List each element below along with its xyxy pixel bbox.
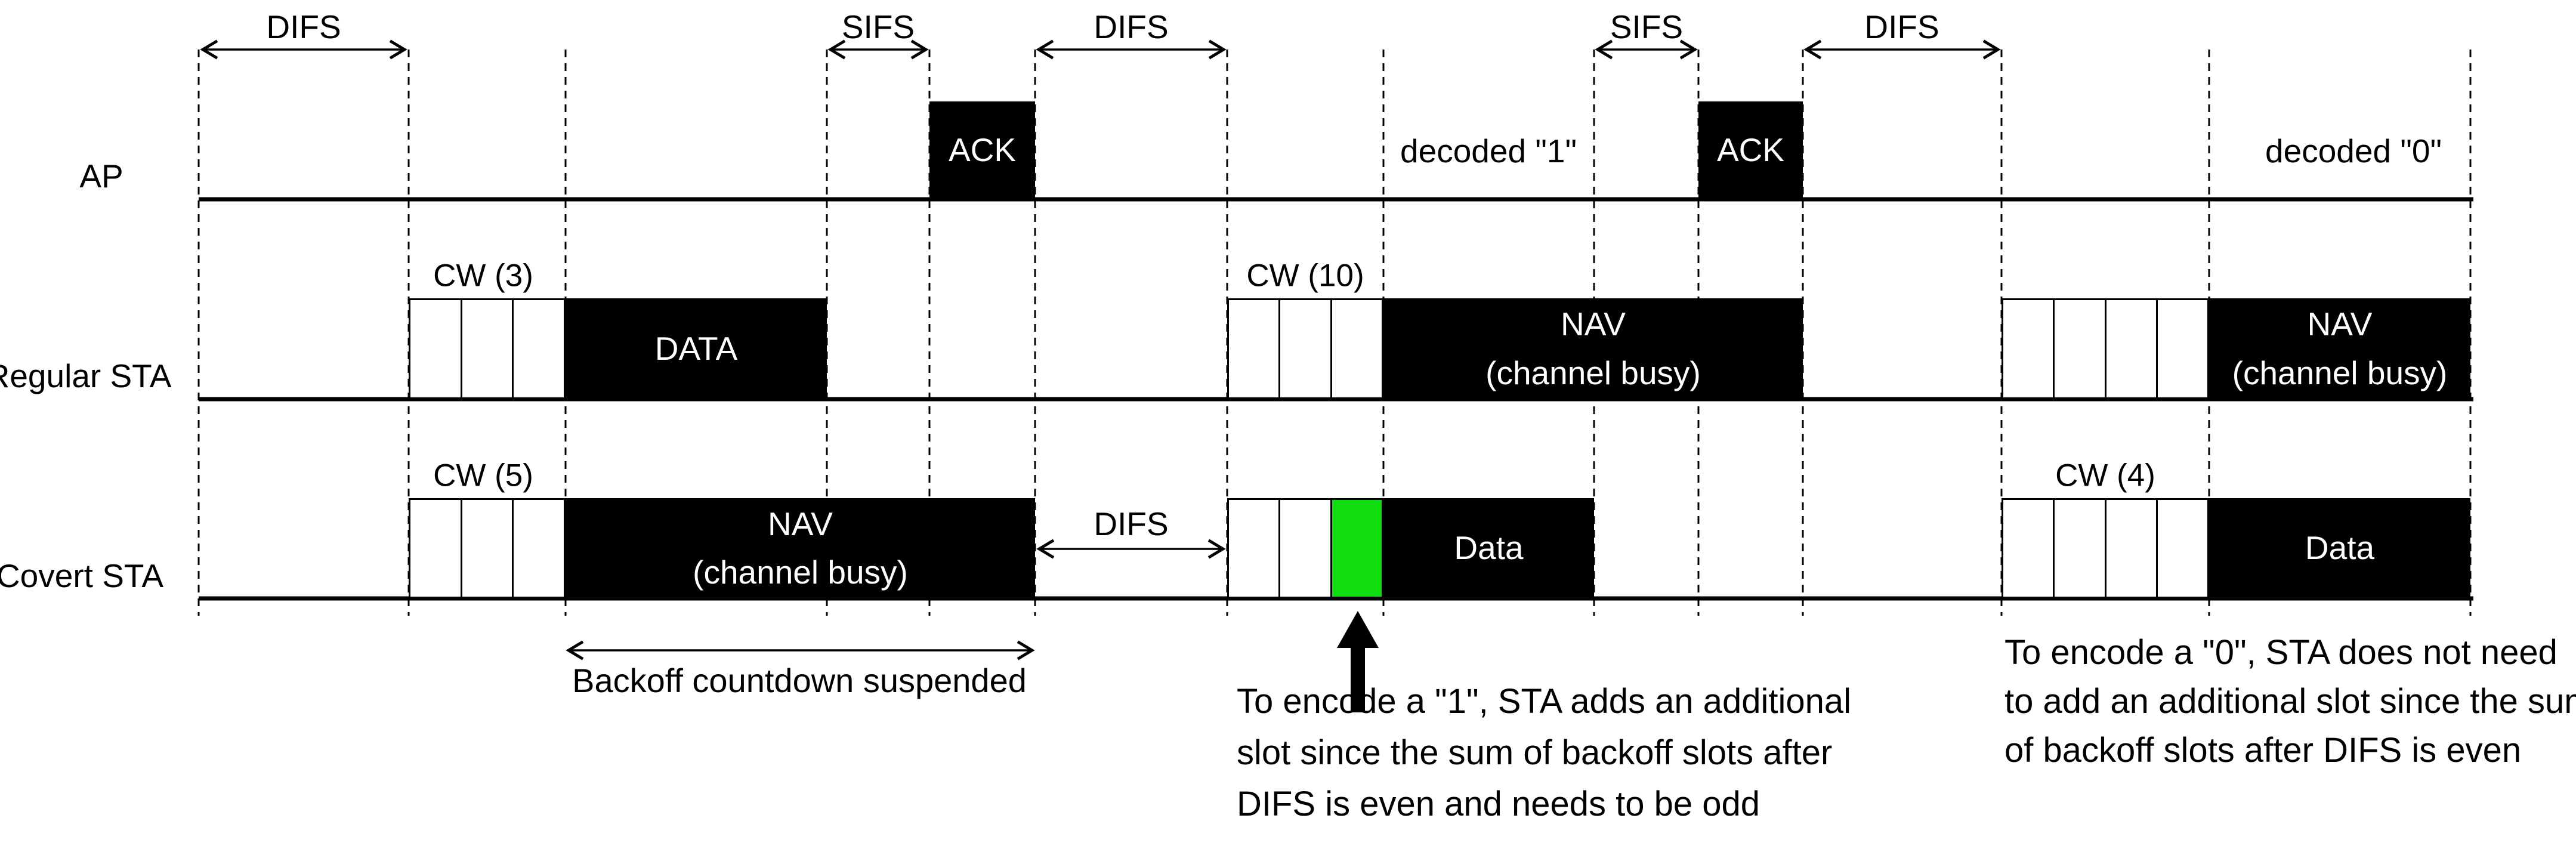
encode-one-line3: DIFS is even and needs to be odd bbox=[1237, 785, 1760, 823]
backoff-slot bbox=[462, 300, 514, 397]
backoff-slot bbox=[1229, 500, 1281, 597]
sifs-label-1: SIFS bbox=[841, 8, 915, 45]
sifs-label-2: SIFS bbox=[1610, 8, 1684, 45]
backoff-slot bbox=[410, 300, 462, 397]
backoff-slot bbox=[1280, 500, 1332, 597]
backoff-slot bbox=[2157, 300, 2207, 397]
row-baselines bbox=[199, 197, 2473, 601]
covert-data-block-2-label: Data bbox=[2305, 529, 2375, 567]
cw-window-regular-right bbox=[2002, 298, 2209, 399]
backoff-slot bbox=[2106, 500, 2158, 597]
cw3-label: CW (3) bbox=[433, 258, 533, 294]
backoff-slot bbox=[2157, 500, 2207, 597]
backoff-slot bbox=[2055, 300, 2106, 397]
backoff-slot bbox=[2003, 500, 2055, 597]
encode-one-line1: To encode a "1", STA adds an additional bbox=[1237, 682, 1852, 721]
backoff-slot bbox=[514, 500, 564, 597]
cw5-label: CW (5) bbox=[433, 458, 533, 493]
backoff-slot bbox=[1229, 300, 1281, 397]
covert-data-block-2: Data bbox=[2209, 498, 2470, 598]
cw10-label: CW (10) bbox=[1246, 258, 1364, 294]
covert-nav-line1: NAV bbox=[767, 505, 833, 542]
difs-label-3: DIFS bbox=[1864, 8, 1939, 45]
backoff-slot bbox=[410, 500, 462, 597]
backoff-slot bbox=[2055, 500, 2106, 597]
covert-data-block-1-label: Data bbox=[1454, 529, 1524, 567]
regular-nav1-line2: (channel busy) bbox=[1485, 354, 1701, 391]
row-label-covert: Covert STA bbox=[0, 557, 164, 594]
covert-difs-label: DIFS bbox=[1094, 505, 1169, 542]
backoff-suspended-note: Backoff countdown suspended bbox=[572, 662, 1027, 699]
cw-window-covert-right bbox=[2002, 498, 2209, 598]
regular-nav-block-2: NAV (channel busy) bbox=[2209, 298, 2470, 399]
ack-block-1-label: ACK bbox=[948, 131, 1017, 169]
decoded-one-label: decoded "1" bbox=[1400, 132, 1577, 169]
regular-nav2-line2: (channel busy) bbox=[2232, 354, 2448, 391]
encode-zero-line3: of backoff slots after DIFS is even bbox=[2004, 731, 2522, 770]
regular-data-block: DATA bbox=[566, 298, 827, 399]
row-label-regular: Regular STA bbox=[0, 357, 172, 394]
cw-window-covert-left bbox=[409, 498, 566, 598]
covert-nav-line2: (channel busy) bbox=[693, 554, 908, 591]
encode-one-line2: slot since the sum of backoff slots afte… bbox=[1237, 733, 1833, 772]
difs-label-1: DIFS bbox=[266, 8, 341, 45]
cw-window-regular-left bbox=[409, 298, 566, 399]
regular-data-block-label: DATA bbox=[654, 329, 738, 367]
encode-zero-line2: to add an additional slot since the sum bbox=[2004, 682, 2576, 721]
difs-label-2: DIFS bbox=[1094, 8, 1169, 45]
ack-block-2-label: ACK bbox=[1716, 131, 1785, 169]
backoff-slot bbox=[514, 300, 564, 397]
backoff-slot bbox=[2003, 300, 2055, 397]
ack-block-1: ACK bbox=[929, 101, 1035, 199]
decoded-zero-label: decoded "0" bbox=[2265, 132, 2442, 169]
backoff-slot bbox=[1280, 300, 1332, 397]
backoff-slot bbox=[1332, 300, 1382, 397]
extra-backoff-slot-green bbox=[1332, 500, 1382, 597]
ack-block-2: ACK bbox=[1698, 101, 1803, 199]
covert-nav-block: NAV (channel busy) bbox=[566, 498, 1035, 598]
cw-window-regular-mid bbox=[1227, 298, 1383, 399]
regular-nav-block-1: NAV (channel busy) bbox=[1383, 298, 1803, 399]
backoff-slot bbox=[2106, 300, 2158, 397]
regular-nav1-line1: NAV bbox=[1560, 305, 1626, 343]
green-slot-pointer-arrow bbox=[1337, 611, 1379, 712]
encode-zero-line1: To encode a "0", STA does not need bbox=[2004, 633, 2558, 672]
encode-zero-note: To encode a "0", STA does not need to ad… bbox=[2004, 628, 2576, 775]
covert-data-block-1: Data bbox=[1383, 498, 1594, 598]
encode-one-note: To encode a "1", STA adds an additional … bbox=[1237, 676, 1851, 830]
cw-window-covert-mid bbox=[1227, 498, 1383, 598]
cw4-label: CW (4) bbox=[2055, 458, 2155, 493]
regular-nav2-line1: NAV bbox=[2307, 305, 2373, 343]
row-label-ap: AP bbox=[79, 158, 123, 195]
backoff-slot bbox=[462, 500, 514, 597]
